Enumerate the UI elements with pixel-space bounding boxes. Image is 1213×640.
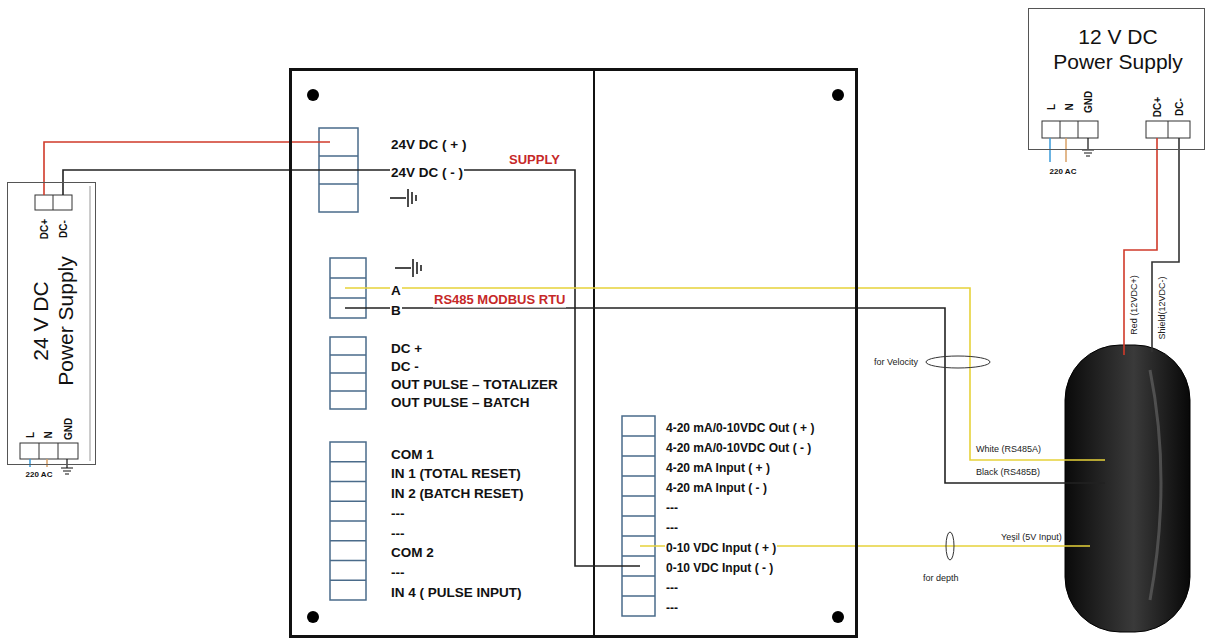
panel-divider <box>593 68 595 638</box>
terminal-label: 4-20 mA Input ( + ) <box>665 462 771 476</box>
wire-label: for Velocity <box>873 357 919 367</box>
terminal-label: 220 AC <box>1049 167 1078 176</box>
terminal-block <box>20 443 78 459</box>
terminal-label: IN 4 ( PULSE INPUT) <box>390 585 523 601</box>
wire-label: Red (12VDC+) <box>1129 274 1139 335</box>
terminal-label: A <box>390 283 402 299</box>
terminal-divider <box>53 195 54 210</box>
wire-label: for depth <box>922 573 960 583</box>
terminal-label: --- <box>390 506 406 522</box>
terminal-label: 4-20 mA/0-10VDC Out ( - ) <box>665 442 812 456</box>
controller-housing: 24V DC ( + ) SUPPLY 24V DC ( - ) A RS485 MOD… <box>289 68 858 638</box>
ac-wire <box>1065 138 1067 162</box>
terminal-label: 0-10 VDC Input ( + ) <box>665 542 777 556</box>
terminal-label: --- <box>665 582 679 596</box>
terminal-label: 4-20 mA/0-10VDC Out ( + ) <box>665 422 815 436</box>
terminal-label: 12 V DC Power Supply <box>1048 24 1188 74</box>
mounting-hole <box>832 89 844 101</box>
wire-label: Yeşil (5V Input) <box>1000 532 1063 542</box>
terminal-divider <box>330 355 366 391</box>
signal-wire <box>640 545 1090 547</box>
terminal-block <box>35 195 72 210</box>
mounting-hole <box>307 611 319 623</box>
power-wire <box>43 182 45 195</box>
terminal-label: 220 AC <box>25 470 54 479</box>
terminal-label: 24V DC ( - ) <box>390 165 464 181</box>
ground-wire <box>289 170 640 566</box>
mounting-hole <box>832 611 844 623</box>
ac-wire <box>29 459 31 467</box>
wire-label: Shield(12VDC-) <box>1157 275 1167 340</box>
terminal-label: 24V DC ( + ) <box>390 137 467 153</box>
terminal-block <box>330 337 366 409</box>
terminal-label: 24 V DC Power Supply <box>28 251 78 391</box>
terminal-label: IN 1 (TOTAL RESET) <box>390 466 522 482</box>
housing-edge <box>90 186 91 461</box>
terminal-divider <box>1168 121 1169 138</box>
ground-symbol <box>61 459 73 474</box>
sensor-highlight <box>1150 370 1161 600</box>
terminal-label: --- <box>665 522 679 536</box>
terminal-label: SUPPLY <box>508 153 561 168</box>
ac-wire <box>46 459 48 467</box>
cable-bundle-mark <box>926 356 990 368</box>
terminal-divider <box>622 436 655 596</box>
ac-wire <box>1049 138 1051 162</box>
terminal-label: DC- <box>1174 97 1186 117</box>
mounting-hole <box>307 89 319 101</box>
ground-symbol <box>390 189 416 207</box>
terminal-label: IN 2 (BATCH RESET) <box>390 486 525 502</box>
terminal-label: L <box>1046 103 1058 111</box>
terminal-label: --- <box>390 565 406 581</box>
rs485-b-wire <box>345 308 1105 483</box>
terminal-label: N <box>43 430 55 439</box>
power-wire <box>62 182 64 195</box>
rs485-a-wire <box>345 288 1105 460</box>
terminal-label: DC - <box>390 359 420 375</box>
terminal-label: DC- <box>58 219 70 239</box>
wire-label: White (RS485A) <box>975 444 1042 454</box>
terminal-label: 4-20 mA Input ( - ) <box>665 482 768 496</box>
power-wire <box>44 142 289 182</box>
power-supply-box: 12 V DC Power SupplyLNGNDDC+DC-220 AC <box>1028 8 1205 150</box>
power-supply-box: 24 V DC Power SupplyDC+DC-LNGND220 AC <box>7 182 96 465</box>
terminal-block <box>622 416 655 616</box>
terminal-label: RS485 MODBUS RTU <box>433 293 566 308</box>
ground-symbol <box>1082 138 1094 156</box>
terminal-label: OUT PULSE – BATCH <box>390 395 531 411</box>
sensor-body <box>1065 345 1190 632</box>
shield-wire <box>1152 138 1179 352</box>
terminal-label: GND <box>63 417 75 441</box>
cable-bundle-mark <box>946 532 954 560</box>
ground-symbol <box>395 259 421 277</box>
terminal-block <box>1146 121 1190 138</box>
terminal-label: OUT PULSE – TOTALIZER <box>390 377 559 393</box>
terminal-label: 0-10 VDC Input ( - ) <box>665 562 774 576</box>
terminal-label: N <box>1064 102 1076 111</box>
terminal-block <box>1042 121 1098 138</box>
power-wire <box>289 141 330 143</box>
terminal-label: L <box>25 431 37 439</box>
terminal-label: COM 2 <box>390 545 435 561</box>
power-wire <box>63 170 289 182</box>
terminal-divider <box>1060 121 1078 138</box>
terminal-label: B <box>390 303 402 319</box>
terminal-block <box>330 442 366 600</box>
terminal-label: DC+ <box>39 218 51 240</box>
terminal-label: GND <box>1083 90 1095 114</box>
terminal-label: DC + <box>390 341 423 357</box>
terminal-label: DC+ <box>1152 96 1164 118</box>
terminal-label: --- <box>665 502 679 516</box>
terminal-label: --- <box>665 602 679 616</box>
terminal-label: COM 1 <box>390 447 435 463</box>
terminal-label: --- <box>390 526 406 542</box>
terminal-divider <box>330 462 366 581</box>
terminal-divider <box>39 443 58 459</box>
wire-label: Black (RS485B) <box>975 467 1041 477</box>
